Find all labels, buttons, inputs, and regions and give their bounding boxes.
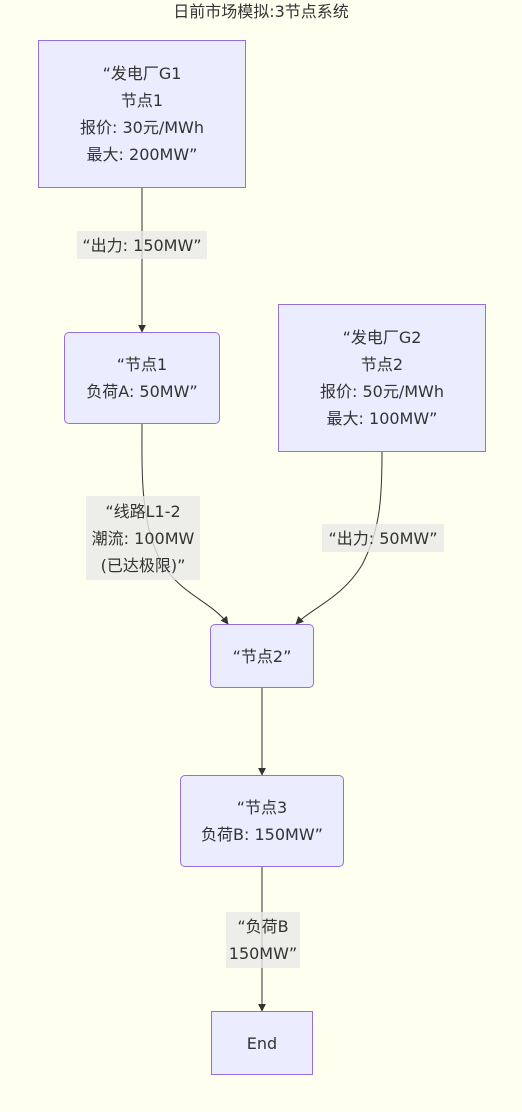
node-g2-line: “发电厂G2 bbox=[342, 328, 422, 347]
node-g1-line: “发电厂G1 bbox=[102, 64, 182, 83]
node-g2-line: 节点2 bbox=[360, 355, 404, 374]
node-g1-line: 报价: 30元/MWh bbox=[80, 118, 204, 137]
node-bus1-line: 负荷A: 50MW” bbox=[86, 382, 198, 401]
diagram-title: 日前市场模拟:3节点系统 bbox=[173, 2, 349, 21]
edge-label-line: “出力: 150MW” bbox=[82, 235, 202, 255]
edge-label-line: (已达极限)” bbox=[100, 555, 186, 575]
node-bus-2: “节点2” bbox=[210, 624, 314, 688]
node-bus2-line: “节点2” bbox=[232, 646, 292, 666]
edge-g2-to-node2 bbox=[295, 451, 383, 625]
node-generator-g2: “发电厂G2 节点2 报价: 50元/MWh 最大: 100MW” bbox=[278, 304, 486, 452]
node-bus-3: “节点3 负荷B: 150MW” bbox=[180, 775, 344, 867]
node-bus1-line: “节点1 bbox=[116, 355, 168, 374]
edge-label-g1-output: “出力: 150MW” bbox=[77, 231, 207, 259]
edge-label-line: “负荷B bbox=[237, 917, 289, 936]
edge-label-line: 潮流: 100MW bbox=[91, 528, 195, 548]
node-g2-line: 最大: 100MW” bbox=[326, 409, 438, 428]
edge-label-line: “出力: 50MW” bbox=[328, 528, 438, 548]
edge-label-g2-output: “出力: 50MW” bbox=[322, 524, 444, 552]
node-bus-1: “节点1 负荷A: 50MW” bbox=[64, 332, 220, 424]
node-end: End bbox=[211, 1011, 313, 1075]
node-generator-g1: “发电厂G1 节点1 报价: 30元/MWh 最大: 200MW” bbox=[38, 40, 246, 188]
edge-label-line-l1-2: “线路L1-2 潮流: 100MW (已达极限)” bbox=[86, 496, 200, 580]
node-bus3-line: “节点3 bbox=[236, 798, 288, 817]
edge-label-line: “线路L1-2 bbox=[105, 501, 181, 521]
node-g2-line: 报价: 50元/MWh bbox=[320, 382, 444, 401]
edge-label-line: 150MW” bbox=[228, 944, 298, 963]
node-end-label: End bbox=[246, 1033, 278, 1053]
node-g1-line: 最大: 200MW” bbox=[86, 145, 198, 164]
edge-label-load-b: “负荷B 150MW” bbox=[226, 912, 300, 968]
node-bus3-line: 负荷B: 150MW” bbox=[201, 825, 323, 844]
node-g1-line: 节点1 bbox=[120, 91, 164, 110]
